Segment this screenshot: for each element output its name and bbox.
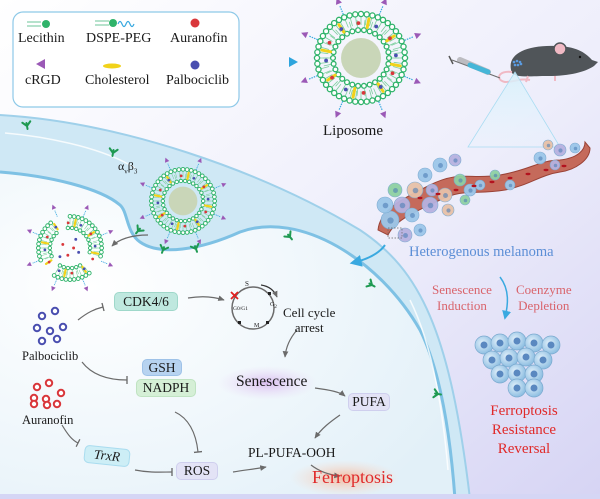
legend-label-auranofin: Auranofin bbox=[170, 31, 228, 46]
legend-label-dspe-peg: DSPE-PEG bbox=[86, 31, 152, 46]
tumor-vessel-illustration bbox=[376, 139, 591, 243]
phase-s: S bbox=[245, 280, 249, 288]
liposome-illustration bbox=[300, 0, 422, 119]
cell-cycle-block-icon bbox=[230, 291, 239, 300]
pufa-node: PUFA bbox=[348, 393, 390, 411]
cdk46-node: CDK4/6 bbox=[114, 292, 178, 311]
phase-g0g1: G0/G1 bbox=[233, 306, 248, 312]
gsh-node: GSH bbox=[142, 359, 182, 376]
pathway-arrows bbox=[61, 295, 346, 479]
delivery-arrow bbox=[349, 244, 386, 267]
cytoplasm bbox=[0, 172, 455, 499]
palbociclib-icon bbox=[190, 60, 200, 70]
legend-label-cholesterol: Cholesterol bbox=[85, 73, 150, 88]
membrane-outer-edge bbox=[0, 114, 471, 499]
release-arrow bbox=[111, 234, 149, 247]
membrane-inner-edge bbox=[0, 170, 457, 499]
auranofin-label: Auranofin bbox=[22, 413, 74, 427]
lecithin-icon bbox=[27, 20, 50, 28]
resistant-cell-cluster bbox=[474, 331, 561, 398]
pl-pufa-ooh-label: PL-PUFA-OOH bbox=[248, 445, 336, 460]
legend-label-lecithin: Lecithin bbox=[18, 31, 65, 46]
crgd-icon bbox=[36, 59, 45, 69]
zoom-beam bbox=[467, 71, 561, 148]
liposome-endocytosis bbox=[139, 157, 227, 245]
zoom-box bbox=[387, 227, 403, 239]
legend-label-crgd: cRGD bbox=[25, 73, 61, 88]
ferroptosis-label: Ferroptosis bbox=[312, 467, 393, 487]
liposome-disrupted bbox=[26, 204, 114, 292]
integrin-receptors bbox=[21, 120, 442, 399]
nadph-node: NADPH bbox=[136, 379, 196, 397]
senescence-glow bbox=[217, 366, 317, 400]
cholesterol-icon bbox=[103, 63, 121, 69]
auranofin-molecules bbox=[29, 378, 66, 410]
palbociclib-molecules bbox=[32, 306, 68, 346]
dspe-peg-icon bbox=[95, 19, 135, 28]
liposome-label: Liposome bbox=[323, 123, 383, 139]
legend-box bbox=[12, 11, 240, 108]
phase-g2: G2 bbox=[270, 302, 277, 311]
ros-node: ROS bbox=[176, 462, 218, 480]
syringe-icon bbox=[448, 55, 501, 79]
auranofin-icon bbox=[190, 18, 200, 28]
phase-m: M bbox=[254, 323, 260, 329]
integrin-label: αvβ3 bbox=[118, 159, 138, 176]
cell-cycle-diagram bbox=[230, 284, 278, 330]
tumor-label: Heterogenous melanoma bbox=[409, 244, 554, 260]
bottom-strip bbox=[0, 494, 600, 499]
legend-label-palbociclib: Palbociclib bbox=[166, 73, 229, 88]
mechanism-arrow bbox=[499, 276, 512, 320]
senescence-label: Senescence bbox=[236, 373, 308, 390]
mouse-illustration bbox=[498, 42, 598, 84]
palbociclib-label: Palbociclib bbox=[22, 349, 79, 363]
